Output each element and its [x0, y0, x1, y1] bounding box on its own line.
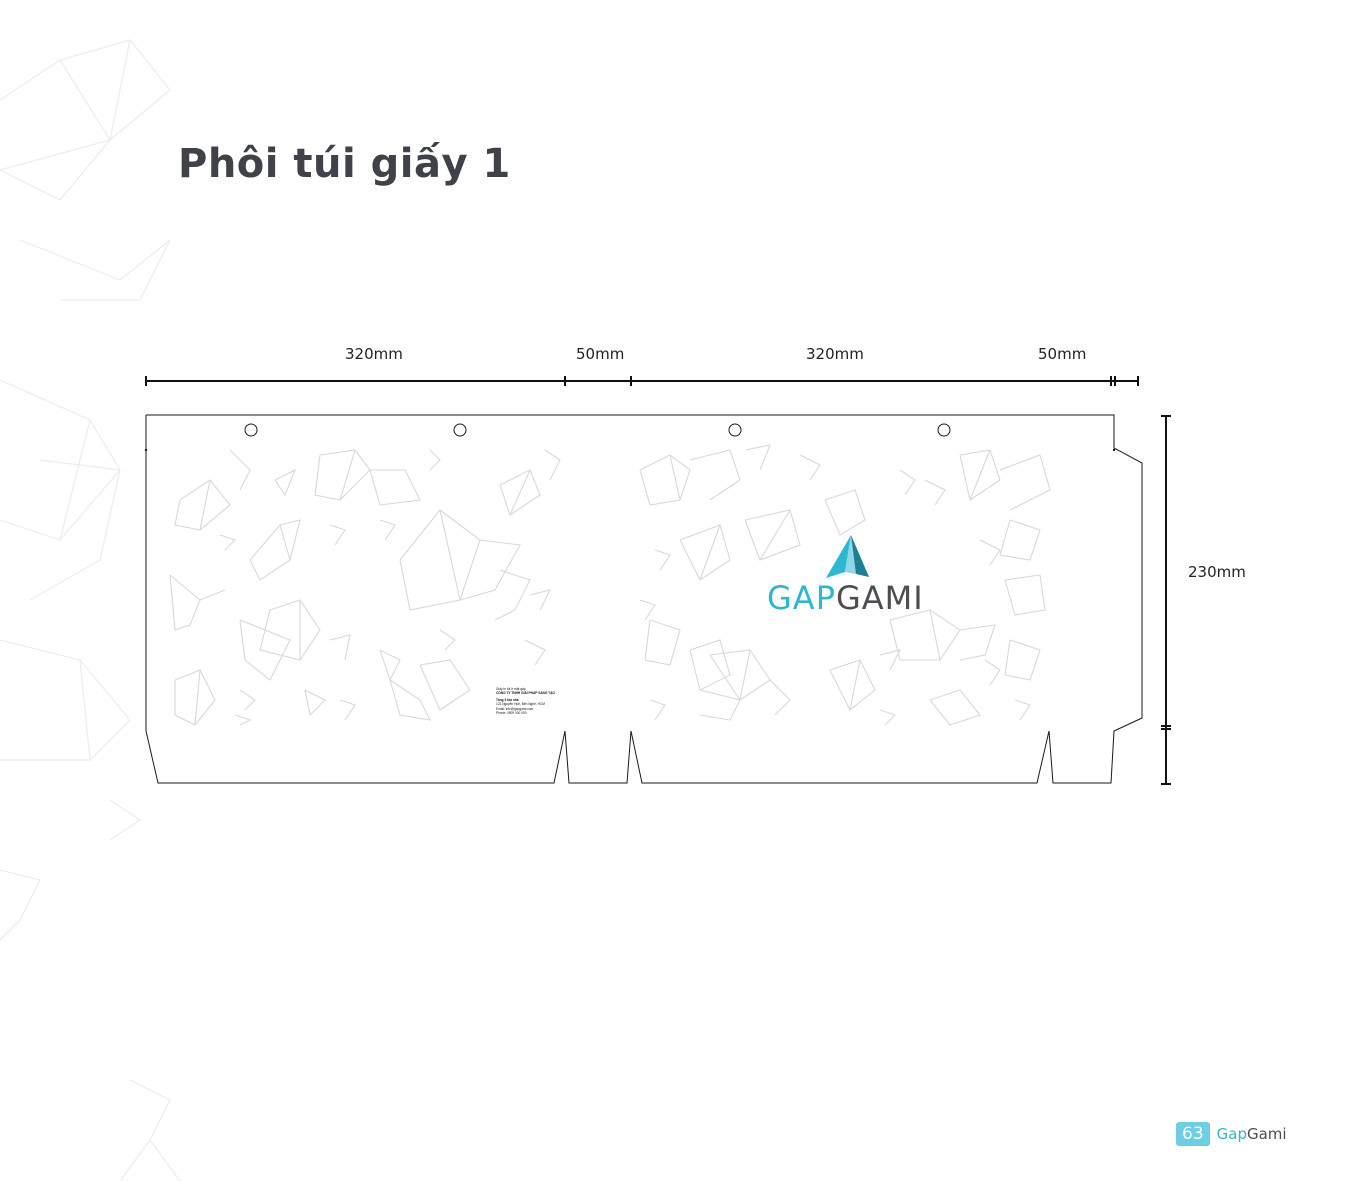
dimension-lines — [145, 376, 1171, 785]
info-line: Email: info@gapgami.com — [496, 706, 534, 711]
hole-1 — [244, 423, 258, 437]
info-line: Giấy in túi ở mặt gấp — [496, 687, 526, 691]
logo-text-gami: GAMI — [835, 579, 924, 617]
info-line: Tầng 3 tòa nhà — [496, 697, 519, 702]
dimension-label-width-4: 50mm — [1038, 345, 1087, 363]
info-line: Phone: 0909 000 000 — [496, 711, 527, 716]
hole-3 — [728, 423, 742, 437]
footer-brand-part1: Gap — [1216, 1125, 1247, 1143]
bag-outline — [145, 414, 1143, 784]
page-footer: 63 GapGami — [1176, 1122, 1287, 1146]
page-title: Phôi túi giấy 1 — [178, 141, 511, 187]
hole-2 — [453, 423, 467, 437]
page-number-badge: 63 — [1176, 1122, 1210, 1146]
gapgami-logo-text: GAPGAMI — [767, 582, 924, 614]
dimension-label-width-3: 320mm — [806, 345, 864, 363]
info-line: CÔNG TY TNHH GIẢI PHÁP SÁNG TẠO — [496, 691, 556, 696]
logo-text-gap: GAP — [767, 579, 836, 617]
footer-brand-part2: Gami — [1246, 1125, 1287, 1143]
footer-brand: GapGami — [1217, 1125, 1287, 1143]
dimension-label-width-2: 50mm — [576, 345, 625, 363]
bag-holes — [244, 423, 951, 437]
company-info-block: Giấy in túi ở mặt gấp CÔNG TY TNHH GIẢI … — [496, 687, 576, 715]
hole-4 — [937, 423, 951, 437]
dimension-label-height: 230mm — [1188, 563, 1246, 581]
origami-pattern — [169, 444, 1051, 726]
dimension-label-width-1: 320mm — [345, 345, 403, 363]
info-line: 123 Nguyễn Huệ, Bến Nghé, HCM — [496, 702, 545, 707]
gapgami-logo-icon — [826, 535, 869, 578]
